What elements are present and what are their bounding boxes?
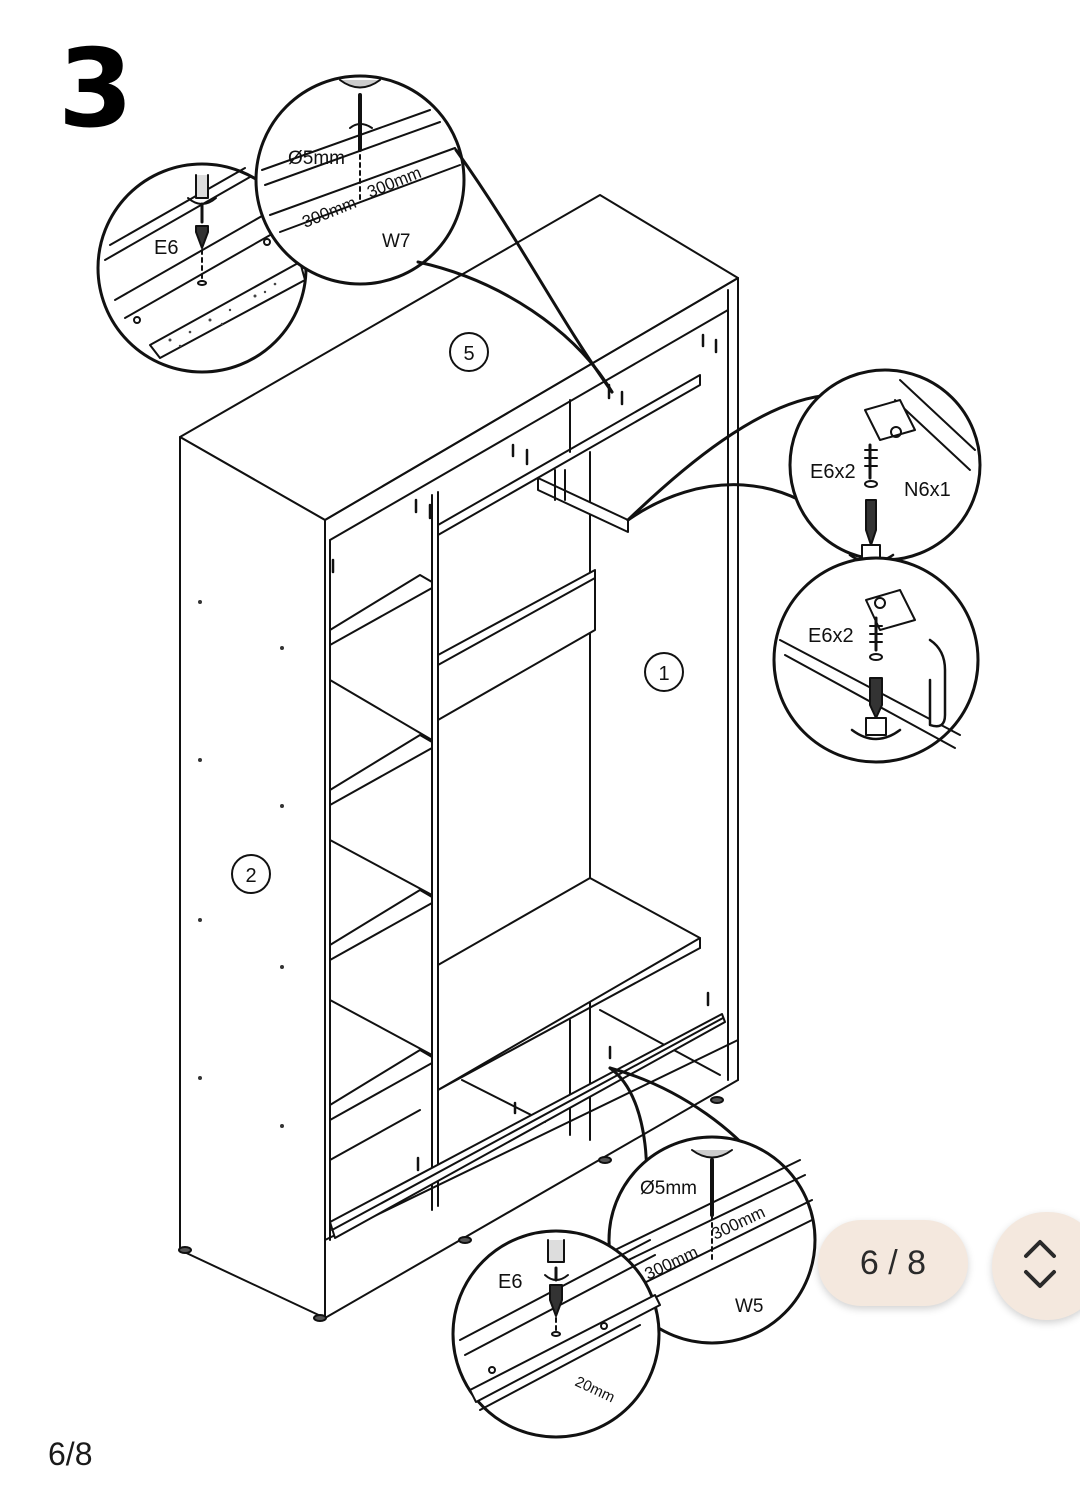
page-indicator-text: 6 / 8 <box>859 1243 927 1282</box>
page-footer: 6/8 <box>48 1436 93 1472</box>
label-rail-screws-lower: E6x2 <box>808 625 854 647</box>
part-circle-5 <box>449 332 489 372</box>
detail-circle-rail-lower <box>772 556 980 764</box>
page-indicator[interactable]: 6 / 8 <box>818 1220 968 1306</box>
label-bottom-drill: Ø5mm <box>640 1178 697 1199</box>
detail-circle-top-left <box>96 162 308 374</box>
label-rail-part-upper: N6x1 <box>904 479 951 501</box>
label-top-drill: Ø5mm <box>288 148 345 169</box>
label-rail-screws-upper: E6x2 <box>810 461 856 483</box>
label-bottom-rail: W5 <box>735 1296 764 1317</box>
step-number: 3 <box>58 27 133 152</box>
part-circle-1 <box>644 652 684 692</box>
label-top-rail: W7 <box>382 231 411 252</box>
part-label-1: 1 <box>658 663 669 685</box>
detail-circle-bottom-left <box>451 1229 661 1439</box>
detail-circle-top <box>254 74 614 394</box>
detail-circle-bottom-right <box>607 1066 817 1345</box>
part-label-5: 5 <box>463 343 474 365</box>
chevron-up-down-icon <box>1024 1240 1056 1288</box>
part-label-2: 2 <box>245 865 256 887</box>
detail-circle-rail-upper <box>626 368 982 564</box>
part-circle-2 <box>231 854 271 894</box>
wardrobe-body <box>178 194 739 1322</box>
label-top-left-screw: E6 <box>154 237 178 259</box>
page-nav-button[interactable] <box>992 1212 1080 1320</box>
label-bottom-screw: E6 <box>498 1271 522 1293</box>
